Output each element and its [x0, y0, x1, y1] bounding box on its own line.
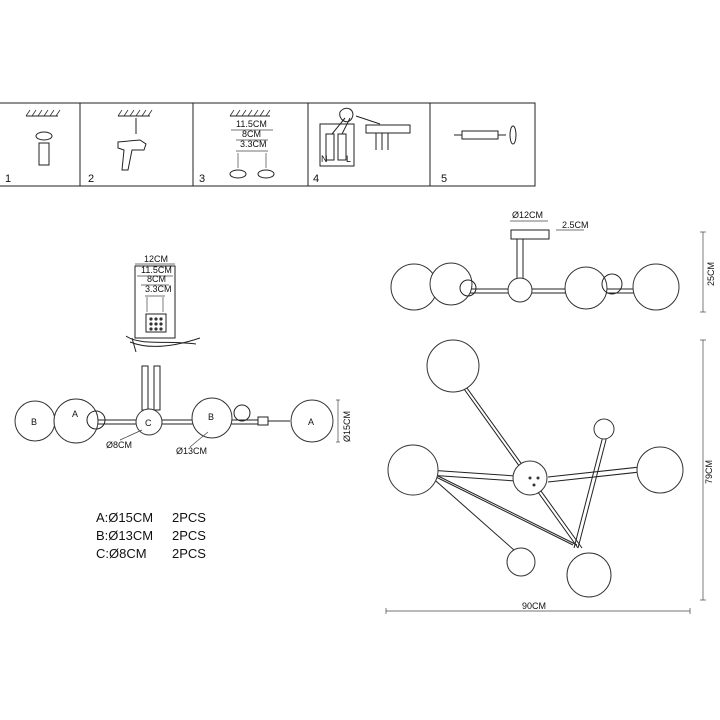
step-5: 5: [441, 125, 517, 185]
terminal-box: [319, 123, 355, 167]
dim-8cm: 8CM: [242, 129, 261, 139]
mount-dim-3-3cm: 3.3CM: [145, 284, 172, 294]
step-1: 1: [5, 109, 61, 185]
top-globe: [566, 552, 612, 598]
part-b-qty: 2PCS: [172, 528, 206, 543]
side-center-ball: [507, 277, 533, 303]
canopy-side-icon: [461, 130, 499, 140]
down-rod: [141, 365, 149, 411]
branch-arm: [427, 473, 524, 559]
anchor-left-icon: [229, 169, 247, 179]
globe-a-right-label: A: [308, 417, 314, 427]
canopy-dia-dim: Ø12CM: [512, 210, 543, 220]
socket-cup: [459, 279, 477, 297]
top-globe: [387, 444, 439, 496]
center-ball-label: C: [145, 418, 152, 428]
dim-3-3cm: 3.3CM: [240, 139, 267, 149]
socket-icon: [257, 416, 269, 426]
wire-bundle-icon: [339, 107, 354, 123]
globe-a-dia-dim: Ø15CM: [342, 411, 352, 442]
step-4-number: 4: [313, 173, 319, 185]
dim-11-5cm: 11.5CM: [236, 119, 267, 129]
parts-list: A:Ø15CM 2PCS B:Ø13CM 2PCS C:Ø8CM 2PCS: [96, 510, 206, 561]
top-globe: [426, 339, 480, 393]
anchor-right-icon: [257, 169, 275, 179]
step-3: 11.5CM 8CM 3.3CM 3: [199, 109, 275, 185]
mount-dim-11-5cm: 11.5CM: [141, 265, 172, 275]
side-view: Ø12CM 2.5CM 25CM: [390, 210, 716, 313]
neutral-label: N: [321, 154, 328, 164]
part-a-label: A:Ø15CM: [96, 510, 153, 525]
globe-b-dia-dim: Ø13CM: [176, 446, 207, 456]
globe-a-right: [290, 399, 334, 443]
globe-a-left-label: A: [72, 409, 78, 419]
socket-cup: [601, 273, 623, 295]
ceiling-hatch: [229, 109, 271, 117]
canopy: [510, 229, 550, 240]
part-b-label: B:Ø13CM: [96, 528, 153, 543]
mount-detail: 12CM 11.5CM 8CM 3.3CM: [125, 254, 201, 353]
step-1-number: 1: [5, 173, 11, 185]
mount-dim-12cm: 12CM: [144, 254, 168, 264]
drill-anchor-icon: [38, 142, 50, 166]
width-dim: 90CM: [522, 601, 546, 611]
live-label: L: [346, 154, 351, 164]
stem-dia-dim: Ø8CM: [106, 440, 132, 450]
exploded-view: 12CM 11.5CM 8CM 3.3CM B A: [14, 254, 352, 456]
step-3-number: 3: [199, 173, 205, 185]
part-a-qty: 2PCS: [172, 510, 206, 525]
height-dim: 25CM: [706, 262, 716, 286]
top-globe: [636, 446, 684, 494]
side-globe: [429, 262, 473, 306]
branch-arm: [453, 369, 583, 549]
lock-nut-icon: [509, 125, 517, 145]
socket-cup: [233, 404, 251, 422]
step-strip-border: [0, 102, 536, 187]
branch-arm: [425, 469, 578, 546]
part-c-qty: 2PCS: [172, 546, 206, 561]
globe-b-right: [191, 397, 233, 439]
branch-arm: [577, 435, 608, 549]
step-strip: [0, 102, 536, 187]
hammer-icon: [117, 139, 147, 171]
step-5-number: 5: [441, 173, 447, 185]
ceiling-hatch: [25, 109, 61, 117]
globe-a-left: [53, 398, 99, 444]
terminal-block-icon: [325, 133, 335, 161]
mounting-plate-icon: [35, 131, 53, 141]
step-2: 2: [88, 109, 153, 185]
branch-arm: [547, 466, 641, 478]
step-4: N L 4: [313, 107, 411, 185]
top-globe-small: [506, 547, 536, 577]
branch-arm: [427, 469, 517, 477]
terminal-block-icon: [337, 133, 347, 161]
center-ball-c: [135, 408, 163, 436]
socket-cup: [86, 410, 106, 430]
wire-icon: [125, 335, 197, 345]
down-rod: [153, 365, 161, 411]
ceiling-hatch: [117, 109, 153, 117]
globe-b-right-label: B: [208, 412, 214, 422]
globe-b-left-label: B: [31, 417, 37, 427]
terminal-block-icon: [145, 313, 167, 333]
side-globe: [564, 266, 608, 310]
top-view: 79CM 90CM: [385, 339, 714, 614]
canopy-height-dim: 2.5CM: [562, 220, 589, 230]
depth-dim: 79CM: [704, 460, 714, 484]
step-2-number: 2: [88, 173, 94, 185]
side-globe: [632, 263, 680, 311]
part-c-label: C:Ø8CM: [96, 546, 147, 561]
top-globe-small: [593, 418, 615, 440]
canopy-icon: [365, 124, 411, 134]
mount-dim-8cm: 8CM: [147, 274, 166, 284]
